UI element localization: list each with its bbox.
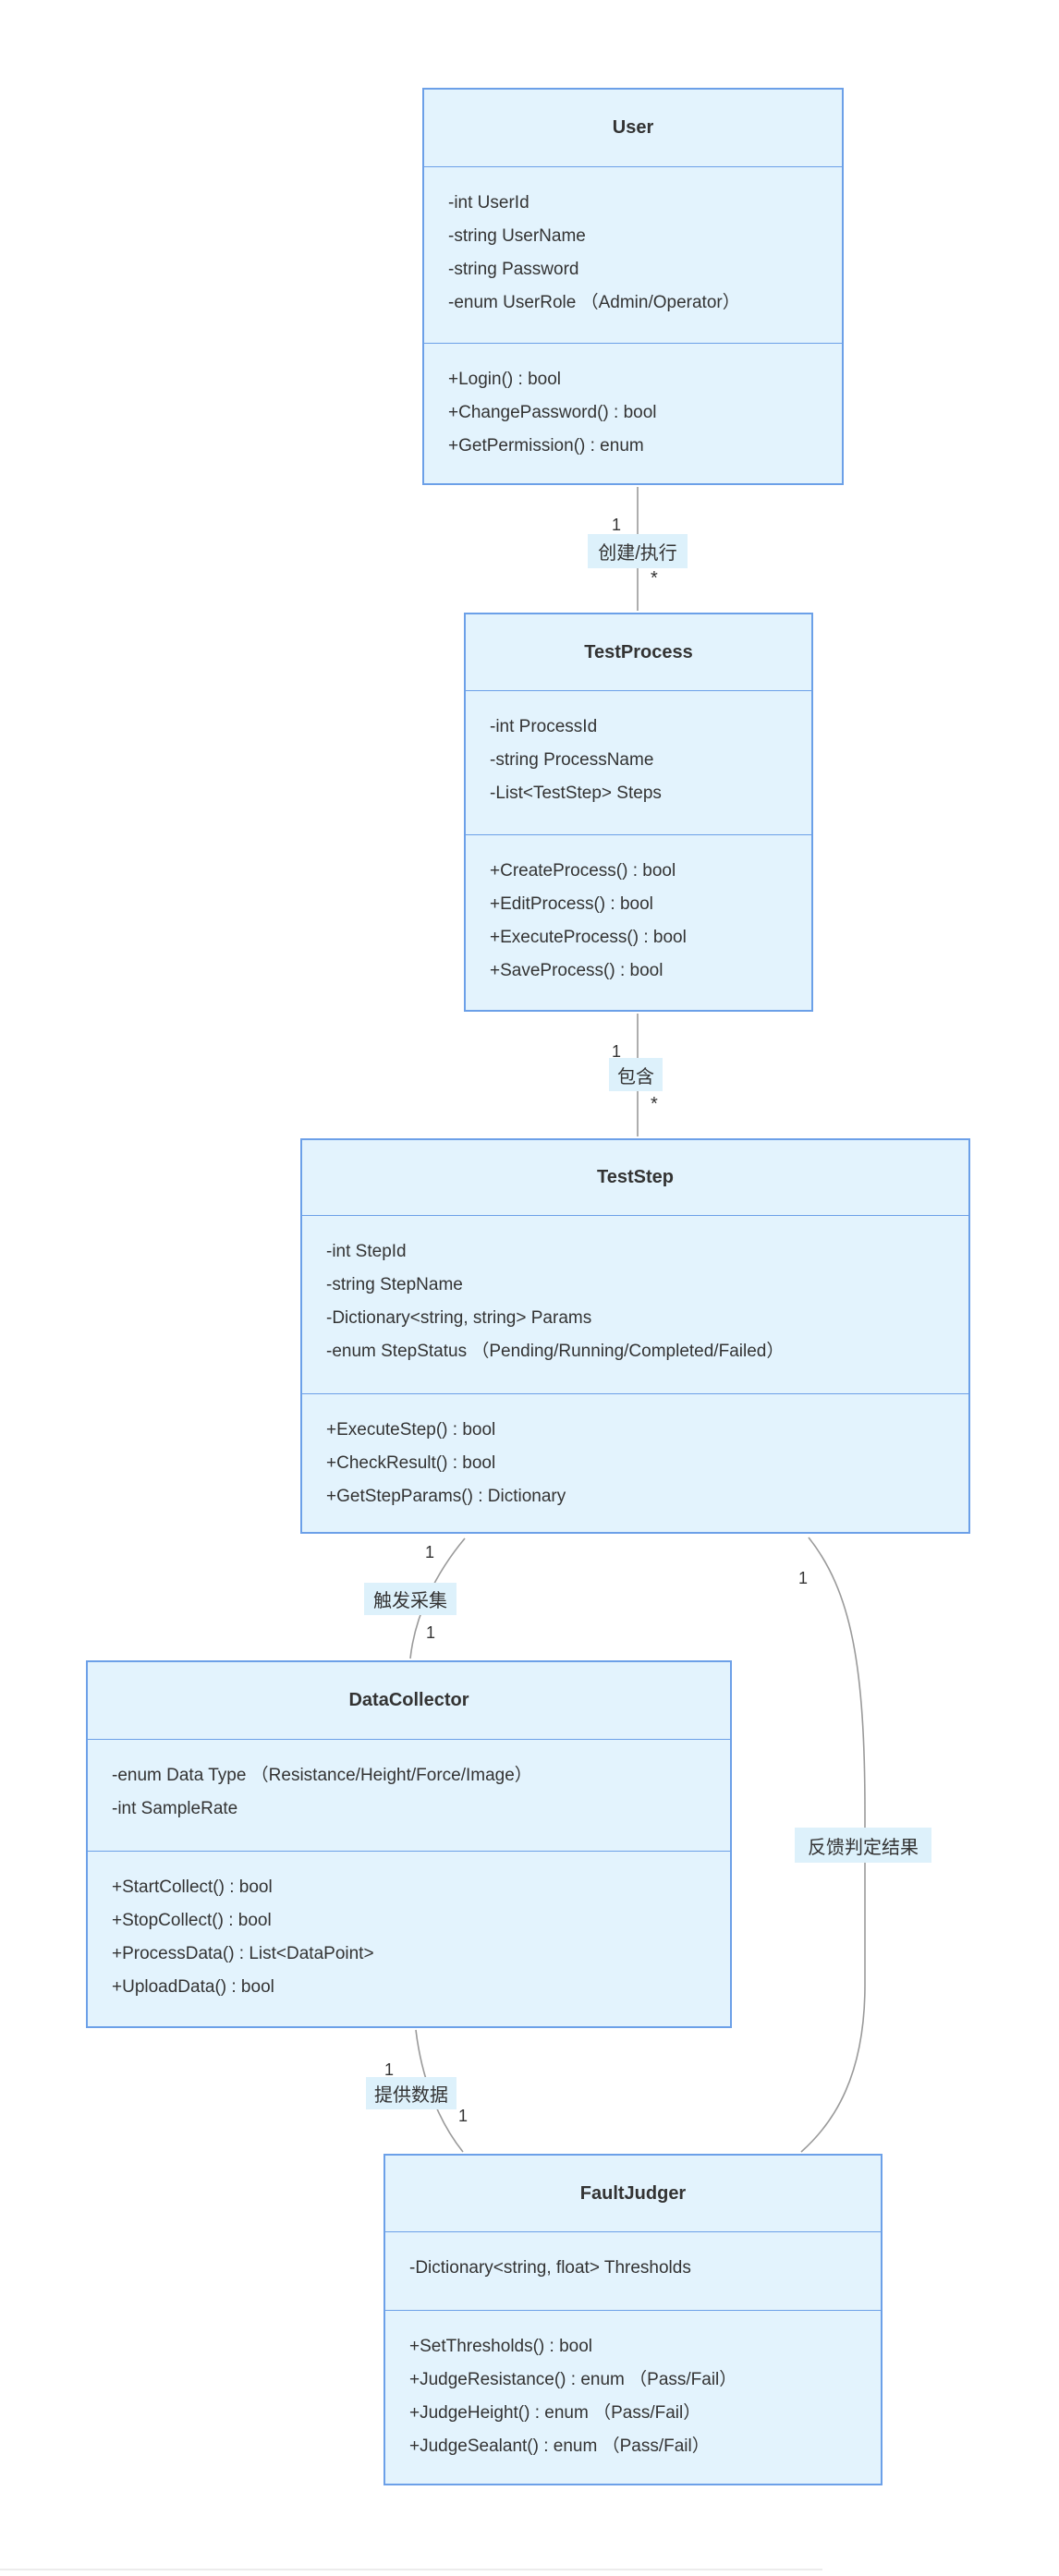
class-box-testprocess: TestProcess -int ProcessId -string Proce…: [464, 613, 813, 1012]
attribute-row: -string ProcessName: [490, 750, 654, 770]
method-row: +ChangePassword() : bool: [448, 403, 657, 422]
class-methods-user: +Login() : bool +ChangePassword() : bool…: [424, 343, 842, 483]
class-attributes-teststep: -int StepId -string StepName -Dictionary…: [302, 1215, 968, 1393]
class-title-testprocess: TestProcess: [584, 641, 693, 662]
method-row: +ProcessData() : List<DataPoint>: [112, 1944, 374, 1963]
class-box-faultjudger: FaultJudger -Dictionary<string, float> T…: [383, 2154, 882, 2485]
attribute-row: -int ProcessId: [490, 717, 598, 736]
method-row: +SaveProcess() : bool: [490, 961, 663, 980]
attribute-row: -List<TestStep> Steps: [490, 784, 662, 803]
attribute-row: -string UserName: [448, 226, 586, 246]
bottom-hairline: [0, 2569, 822, 2570]
class-title-teststep: TestStep: [597, 1167, 674, 1187]
class-methods-faultjudger: +SetThresholds() : bool +JudgeResistance…: [385, 2310, 881, 2484]
class-attributes-testprocess: -int ProcessId -string ProcessName -List…: [466, 690, 811, 834]
edge-label-contains: 包含: [609, 1058, 663, 1091]
attribute-row: -string Password: [448, 260, 579, 279]
multiplicity-datacollector-target: 1: [426, 1623, 436, 1642]
multiplicity-teststep-source-right: 1: [797, 1569, 808, 1587]
method-row: +CheckResult() : bool: [326, 1453, 496, 1473]
method-row: +SetThresholds() : bool: [409, 2337, 593, 2356]
multiplicity-teststep-target: *: [651, 1094, 658, 1114]
multiplicity-testprocess-target: *: [651, 568, 658, 589]
multiplicity-testprocess-source: 1: [611, 1042, 621, 1061]
multiplicity-user-source: 1: [611, 516, 621, 534]
edge-label-provide-data: 提供数据: [366, 2077, 456, 2109]
method-row: +ExecuteProcess() : bool: [490, 928, 687, 947]
multiplicity-faultjudger-target: 1: [458, 2107, 469, 2125]
attribute-row: -int UserId: [448, 193, 530, 213]
class-box-datacollector: DataCollector -enum Data Type （Resistanc…: [86, 1660, 732, 2028]
attribute-row: -Dictionary<string, float> Thresholds: [409, 2258, 691, 2278]
method-row: +UploadData() : bool: [112, 1977, 274, 1997]
method-row: +EditProcess() : bool: [490, 894, 653, 914]
method-row: +StopCollect() : bool: [112, 1911, 272, 1930]
class-title-datacollector: DataCollector: [348, 1690, 469, 1710]
method-row: +ExecuteStep() : bool: [326, 1420, 496, 1440]
attribute-row: -enum Data Type （Resistance/Height/Force…: [112, 1766, 532, 1785]
class-attributes-faultjudger: -Dictionary<string, float> Thresholds: [385, 2231, 881, 2310]
method-row: +GetPermission() : enum: [448, 436, 644, 456]
attribute-row: -enum UserRole （Admin/Operator）: [448, 293, 740, 312]
attribute-row: -Dictionary<string, string> Params: [326, 1308, 592, 1328]
class-methods-teststep: +ExecuteStep() : bool +CheckResult() : b…: [302, 1393, 968, 1532]
class-box-user: User -int UserId -string UserName -strin…: [422, 88, 844, 485]
method-row: +CreateProcess() : bool: [490, 861, 676, 881]
attribute-row: -int SampleRate: [112, 1799, 238, 1818]
attribute-row: -enum StepStatus （Pending/Running/Comple…: [326, 1342, 785, 1361]
class-attributes-datacollector: -enum Data Type （Resistance/Height/Force…: [88, 1739, 730, 1851]
method-row: +Login() : bool: [448, 370, 561, 389]
edge-label-trigger-collect: 触发采集: [364, 1583, 456, 1615]
method-row: +JudgeResistance() : enum （Pass/Fail）: [409, 2370, 737, 2389]
edge-label-feedback-result: 反馈判定结果: [795, 1828, 931, 1863]
method-row: +JudgeSealant() : enum （Pass/Fail）: [409, 2436, 710, 2456]
class-box-teststep: TestStep -int StepId -string StepName -D…: [300, 1138, 970, 1534]
method-row: +GetStepParams() : Dictionary: [326, 1487, 566, 1506]
method-row: +JudgeHeight() : enum （Pass/Fail）: [409, 2403, 701, 2423]
relation-line-teststep-faultjudger: [800, 1537, 866, 2153]
attribute-row: -string StepName: [326, 1275, 463, 1294]
class-attributes-user: -int UserId -string UserName -string Pas…: [424, 166, 842, 343]
multiplicity-datacollector-source: 1: [383, 2060, 394, 2079]
multiplicity-teststep-source-left: 1: [424, 1543, 434, 1561]
edge-label-create-execute: 创建/执行: [588, 534, 688, 568]
class-title-faultjudger: FaultJudger: [579, 2182, 687, 2204]
class-title-user: User: [612, 117, 654, 138]
class-methods-datacollector: +StartCollect() : bool +StopCollect() : …: [88, 1851, 730, 2026]
attribute-row: -int StepId: [326, 1242, 407, 1261]
method-row: +StartCollect() : bool: [112, 1877, 273, 1897]
class-methods-testprocess: +CreateProcess() : bool +EditProcess() :…: [466, 834, 811, 1010]
